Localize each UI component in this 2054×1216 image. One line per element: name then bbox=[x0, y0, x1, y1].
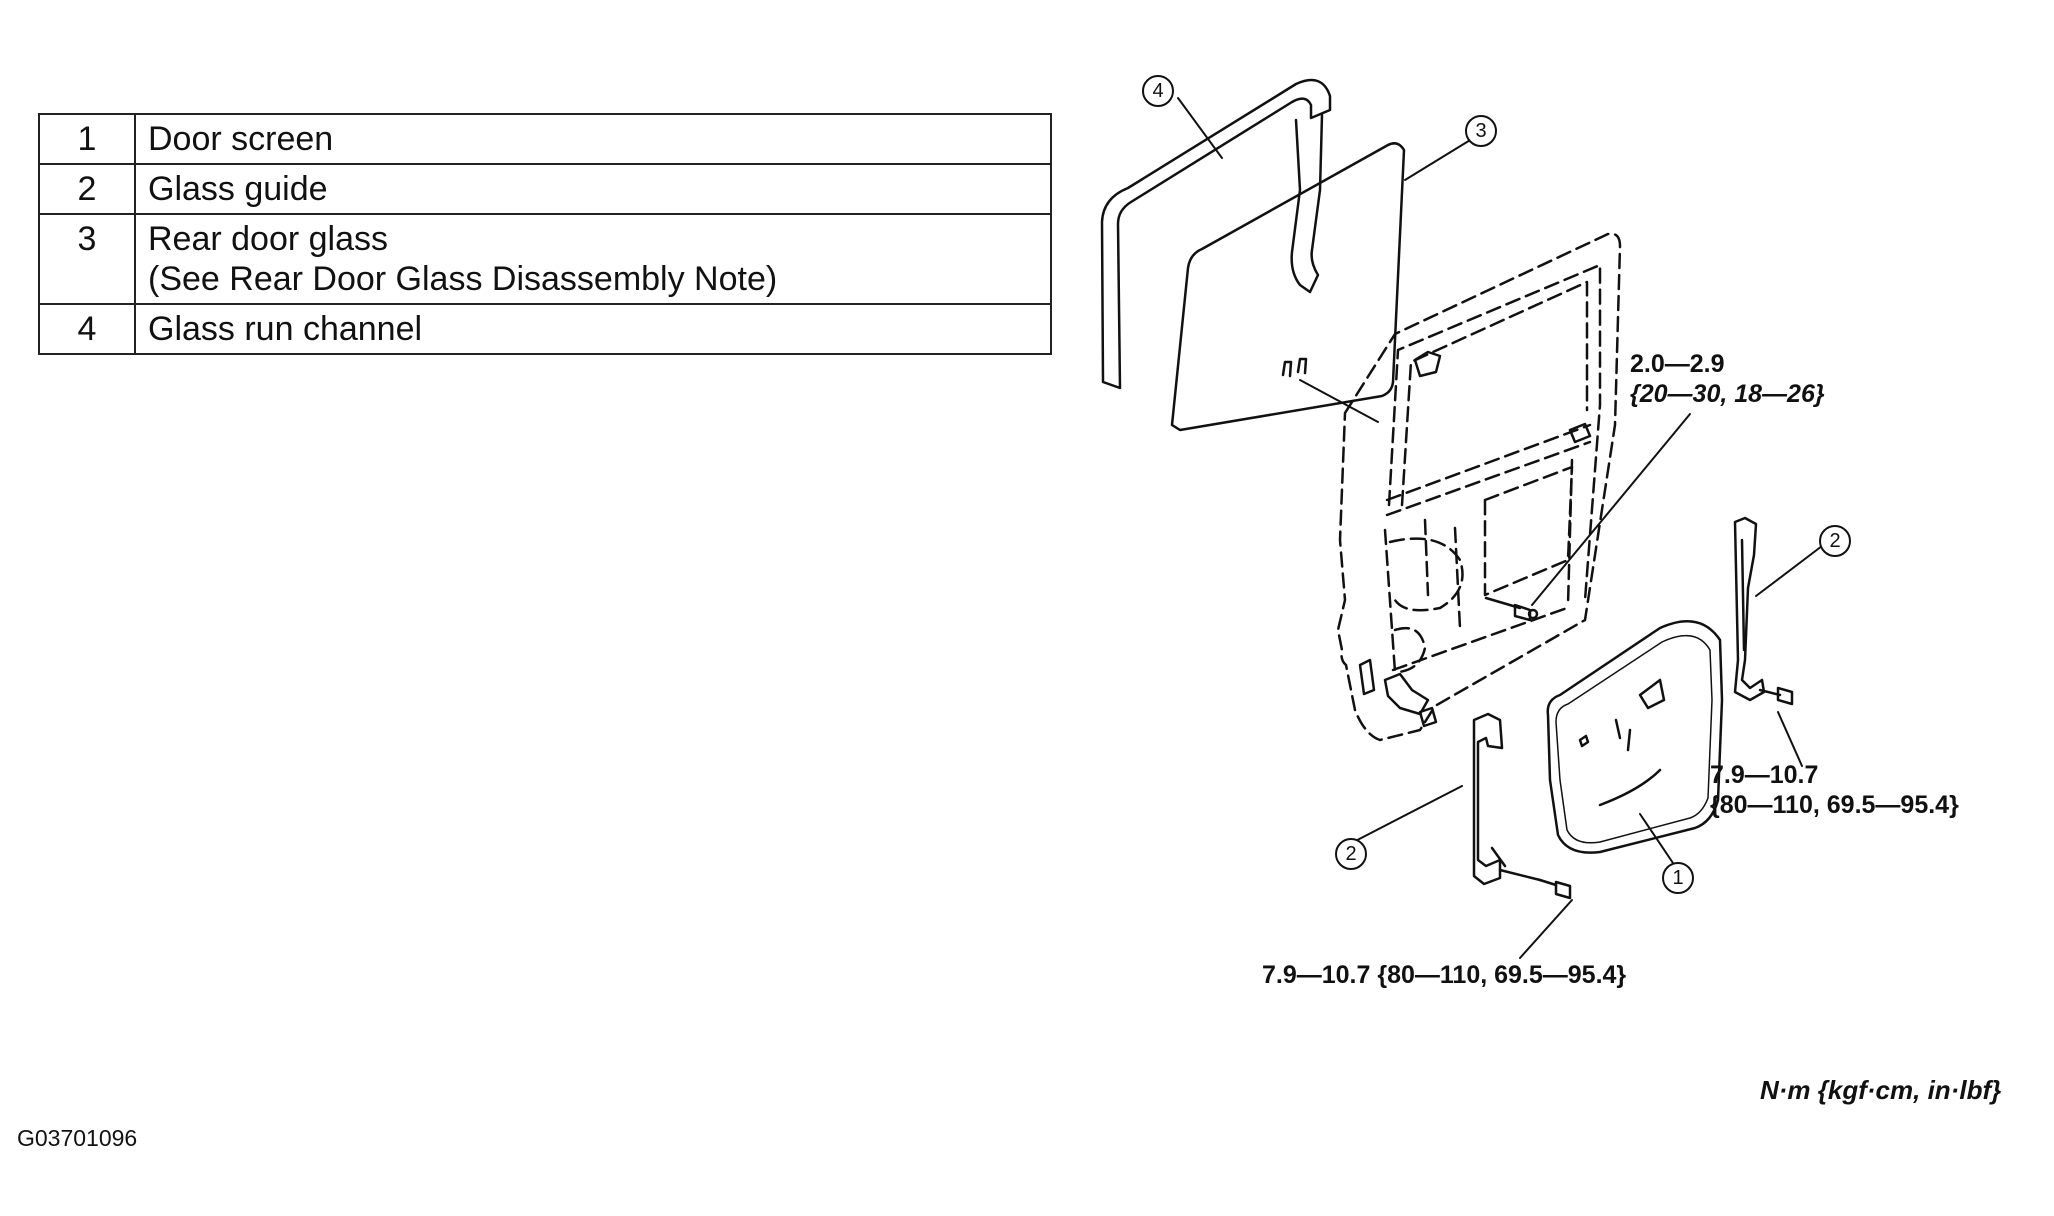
part-note: (See Rear Door Glass Disassembly Note) bbox=[148, 260, 778, 298]
torque-range: 7.9—10.7 bbox=[1710, 761, 1819, 789]
glass-guide-right bbox=[1733, 516, 1794, 706]
part-name: Door screen bbox=[134, 113, 1052, 165]
leader-lines bbox=[1177, 97, 1823, 959]
door-hardware bbox=[1358, 350, 1592, 728]
table-row: 2 Glass guide bbox=[38, 163, 1052, 215]
part-number: 1 bbox=[38, 113, 136, 165]
callout-glass-guide-left: 2 bbox=[1335, 838, 1367, 870]
callout-glass-guide-right: 2 bbox=[1819, 525, 1851, 557]
part-name: Rear door glass (See Rear Door Glass Dis… bbox=[134, 213, 1052, 305]
part-name: Glass guide bbox=[134, 163, 1052, 215]
table-row: 1 Door screen bbox=[38, 113, 1052, 165]
figure-code: G03701096 bbox=[17, 1125, 138, 1151]
part-name-text: Glass run channel bbox=[148, 310, 423, 348]
part-name-text: Glass guide bbox=[148, 170, 328, 208]
table-row: 3 Rear door glass (See Rear Door Glass D… bbox=[38, 213, 1052, 305]
rear-door-glass bbox=[1170, 142, 1406, 432]
glass-run-channel bbox=[1100, 78, 1332, 390]
callout-door-screen: 1 bbox=[1662, 862, 1694, 894]
torque-units: N·m {kgf·cm, in·lbf} bbox=[1760, 1075, 2002, 1105]
door-bolt bbox=[1484, 596, 1539, 622]
part-name-text: Door screen bbox=[148, 120, 334, 158]
callout-rear-door-glass: 3 bbox=[1465, 115, 1497, 147]
part-number: 4 bbox=[38, 303, 136, 355]
parts-table: 1 Door screen 2 Glass guide 3 Rear door … bbox=[38, 113, 1052, 355]
table-row: 4 Glass run channel bbox=[38, 303, 1052, 355]
part-name: Glass run channel bbox=[134, 303, 1052, 355]
torque-spec-right-guide: 7.9—10.7 {80—110, 69.5—95.4} bbox=[1710, 760, 1959, 820]
torque-range-alt: {20—30, 18—26} bbox=[1630, 380, 1825, 408]
callout-glass-run-channel: 4 bbox=[1142, 75, 1174, 107]
torque-range-alt: {80—110, 69.5—95.4} bbox=[1710, 791, 1959, 819]
part-name-text: Rear door glass bbox=[148, 220, 389, 258]
torque-spec-left-guide: 7.9—10.7 {80—110, 69.5—95.4} bbox=[1262, 961, 1627, 989]
torque-range: 2.0—2.9 bbox=[1630, 350, 1725, 378]
glass-guide-left bbox=[1472, 712, 1542, 886]
guide-bolt bbox=[1538, 878, 1572, 900]
door-panel bbox=[1336, 232, 1622, 742]
part-number: 3 bbox=[38, 213, 136, 305]
part-number: 2 bbox=[38, 163, 136, 215]
torque-spec-door-bolt: 2.0—2.9 {20—30, 18—26} bbox=[1630, 349, 1825, 409]
door-screen bbox=[1546, 620, 1724, 854]
